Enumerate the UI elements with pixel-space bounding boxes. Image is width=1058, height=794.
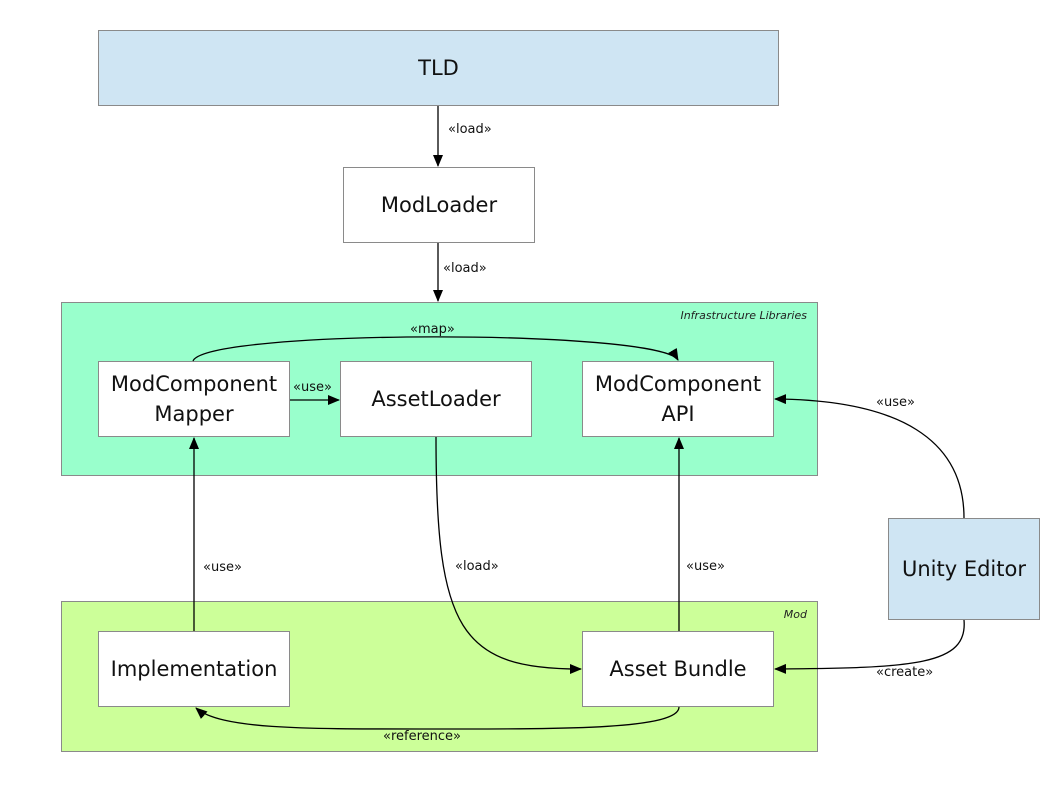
infrastructure-libraries-label: Infrastructure Libraries (680, 309, 807, 322)
label-assetloader-bundle: «load» (455, 559, 499, 574)
edge-assetloader-bundle (435, 436, 582, 674)
label-editor-bundle: «create» (876, 665, 934, 680)
label-modloader-infra: «load» (443, 261, 487, 276)
unity-editor-node: Unity Editor (888, 518, 1040, 620)
edge-editor-api (774, 394, 965, 519)
label-impl-mapper: «use» (203, 560, 242, 575)
implementation-node: Implementation (98, 631, 290, 707)
modcomponent-mapper-node: ModComponent Mapper (98, 361, 290, 437)
modcomponent-api-node: ModComponent API (582, 361, 774, 437)
asset-bundle-node: Asset Bundle (582, 631, 774, 707)
assetloader-node: AssetLoader (340, 361, 532, 437)
tld-node: TLD (98, 30, 779, 106)
edge-mapper-api (192, 336, 679, 362)
edge-bundle-impl (195, 706, 680, 730)
label-tld-modloader: «load» (448, 122, 492, 137)
label-bundle-impl: «reference» (383, 729, 461, 744)
label-mapper-assetloader: «use» (293, 380, 332, 395)
label-bundle-api: «use» (686, 559, 725, 574)
modloader-node: ModLoader (343, 167, 535, 243)
label-mapper-api: «map» (410, 322, 455, 337)
edge-editor-bundle (774, 619, 965, 674)
mod-label: Mod (783, 608, 807, 621)
label-editor-api: «use» (876, 395, 915, 410)
